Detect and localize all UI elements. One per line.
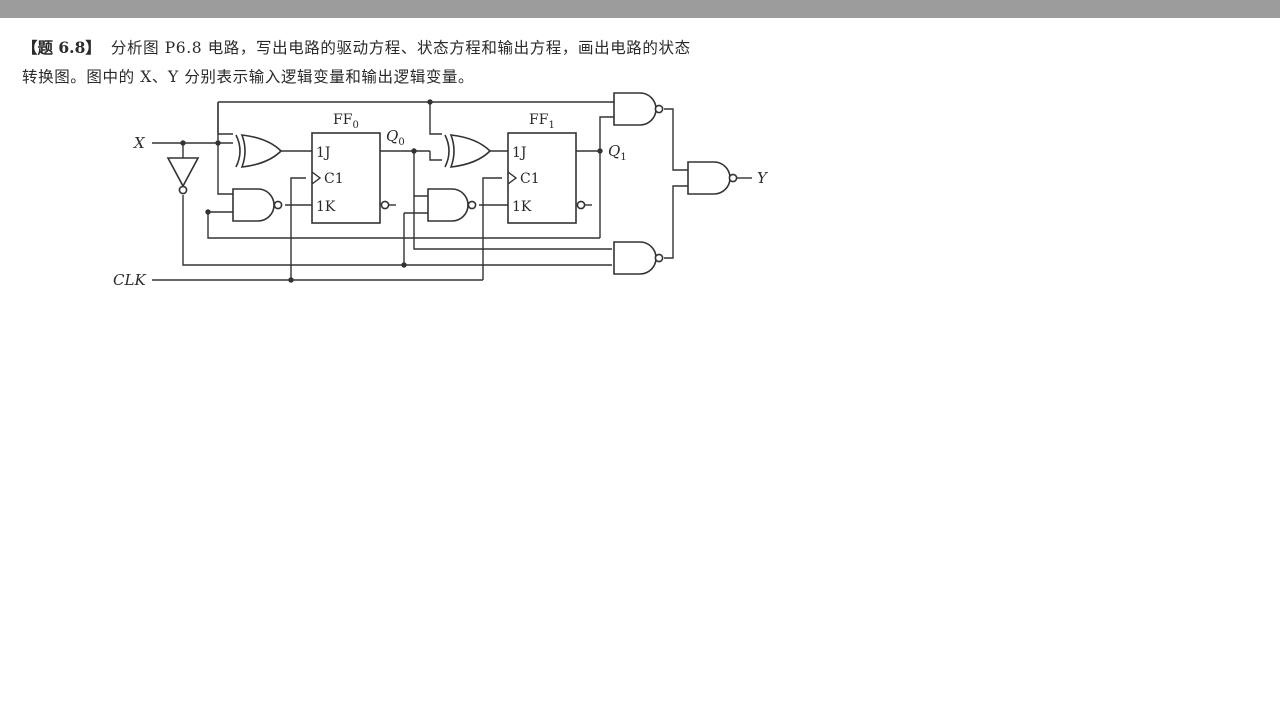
problem-statement-1: 分析图 P6.8 电路，写出电路的驱动方程、状态方程和输出方程，画出电路的状态 (110, 39, 691, 57)
problem-line-1: 【题 6.8】分析图 P6.8 电路，写出电路的驱动方程、状态方程和输出方程，画… (22, 33, 822, 63)
input-x-label: X (133, 134, 146, 152)
nand-gate-bottom (613, 241, 664, 275)
problem-statement-2: 转换图。图中的 X、Y 分别表示输入逻辑变量和输出逻辑变量。 (22, 68, 475, 86)
flip-flop-0: 1J C1 1K (311, 132, 390, 224)
problem-text: 【题 6.8】分析图 P6.8 电路，写出电路的驱动方程、状态方程和输出方程，画… (22, 33, 822, 92)
ff0-pin-c: C1 (324, 171, 344, 187)
ff0-pin-j: 1J (316, 145, 331, 161)
ff1-label: FF1 (529, 112, 555, 131)
nand-gate-output (687, 161, 738, 195)
output-y-label: Y (757, 169, 769, 187)
input-clk-label: CLK (113, 271, 146, 289)
ff1-pin-j: 1J (512, 145, 527, 161)
not-gate (166, 157, 200, 195)
flip-flop-1: 1J C1 1K (507, 132, 586, 224)
ff0-label: FF0 (333, 112, 359, 131)
q1-label: Q1 (608, 142, 627, 163)
wires (152, 101, 752, 281)
xor-gate-1 (235, 134, 283, 168)
junction-dots (180, 99, 603, 283)
top-bar (0, 0, 1280, 18)
problem-number: 【题 6.8】 (22, 38, 101, 57)
and-gate-1 (232, 188, 283, 222)
q0-label: Q0 (386, 127, 405, 148)
ff1-pin-c: C1 (520, 171, 540, 187)
and-gate-2 (427, 188, 477, 222)
xor-gate-2 (444, 134, 492, 168)
ff1-pin-k: 1K (512, 199, 532, 215)
ff0-pin-k: 1K (316, 199, 336, 215)
nand-gate-top (613, 92, 664, 126)
